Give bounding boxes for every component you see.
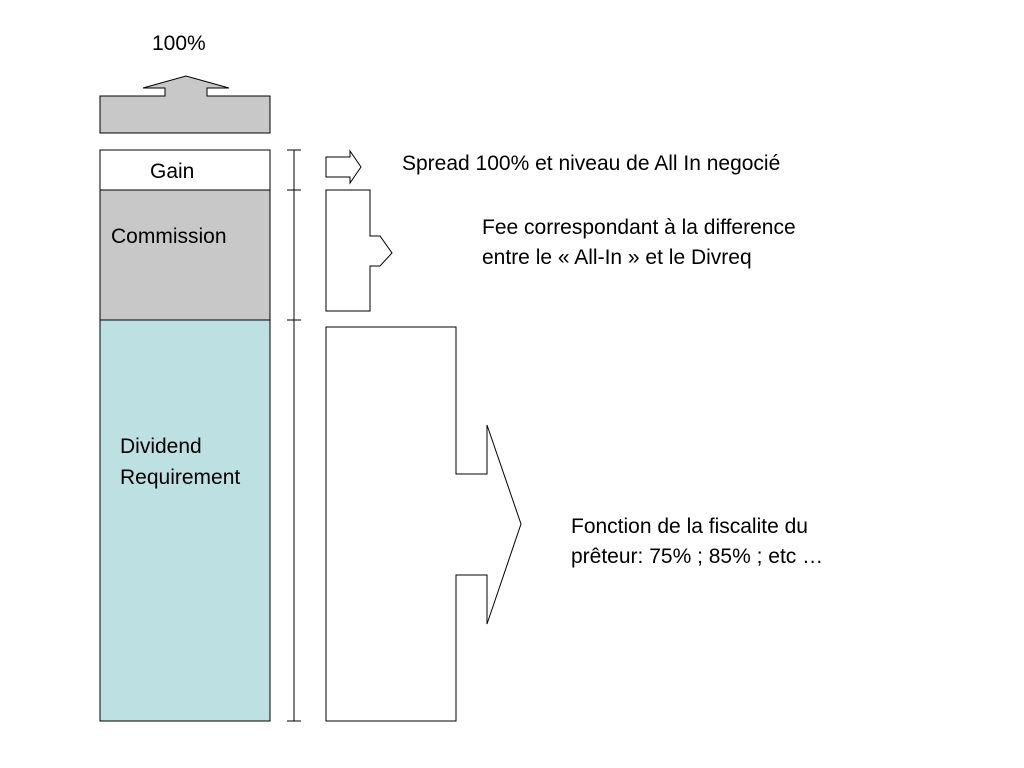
bracket-marker: [287, 149, 301, 722]
commission-label: Commission: [111, 225, 227, 248]
gain-right-arrow-icon: [325, 149, 362, 185]
fee-annotation-line-2: entre le « All-In » et le Divreq: [482, 246, 752, 269]
dividend-label-line-1: Dividend: [120, 435, 202, 458]
fee-annotation-line-1: Fee correspondant à la difference: [482, 216, 796, 239]
dividend-block-arrow-icon: [325, 326, 522, 722]
commission-block-arrow-icon: [325, 189, 393, 312]
dividend-requirement-label: Dividend Requirement: [120, 431, 240, 493]
commission-segment: [99, 189, 271, 321]
fee-annotation: Fee correspondant à la difference entre …: [482, 213, 796, 273]
spread-annotation: Spread 100% et niveau de All In negocié: [402, 152, 781, 175]
up-arrow-icon: [99, 75, 271, 134]
dividend-requirement-segment: [99, 319, 271, 722]
top-percent-label: 100%: [152, 32, 206, 55]
fonction-annotation-line-2: prêteur: 75% ; 85% ; etc …: [571, 545, 824, 568]
gain-segment: [99, 149, 271, 191]
fonction-annotation-line-1: Fonction de la fiscalite du: [571, 515, 808, 538]
fonction-annotation: Fonction de la fiscalite du prêteur: 75%…: [571, 512, 823, 572]
gain-label: Gain: [150, 160, 195, 183]
dividend-label-line-2: Requirement: [120, 466, 241, 489]
